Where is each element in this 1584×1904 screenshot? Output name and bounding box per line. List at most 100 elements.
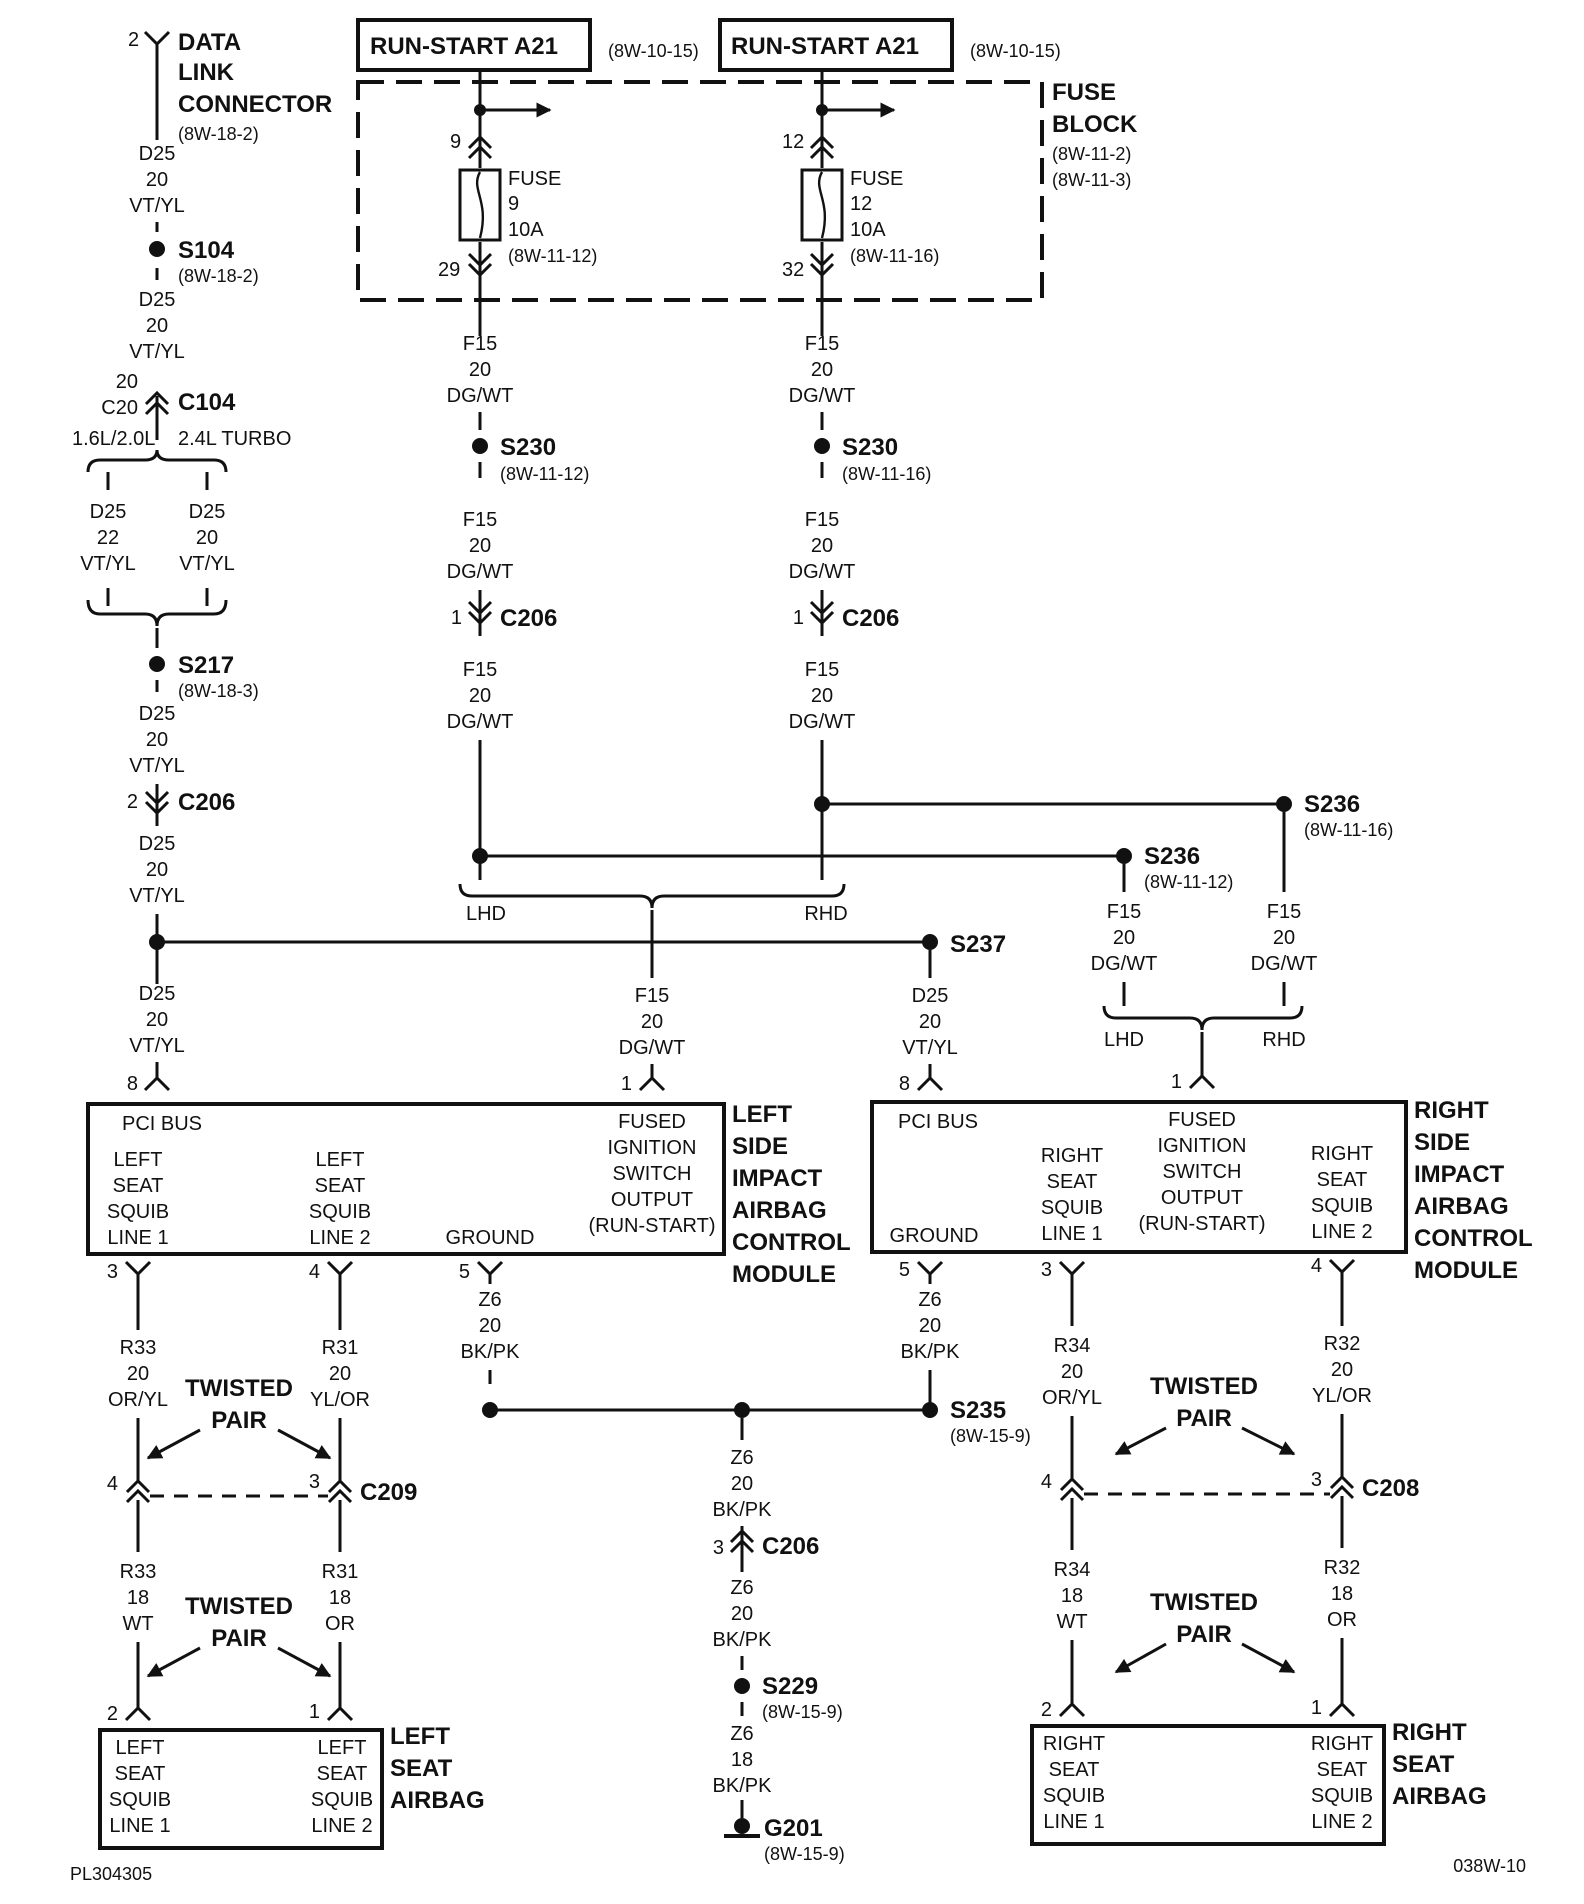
right-module-sq1-b: SEAT xyxy=(1047,1171,1098,1193)
wire-d25-1-color: VT/YL xyxy=(129,195,185,217)
right-side-impact-airbag-control-module xyxy=(870,1100,1408,1254)
dlc-pin-symbol xyxy=(143,30,171,47)
left-side-impact-airbag-control-module xyxy=(86,1102,726,1256)
fuse-12-pin-in: 12 xyxy=(782,131,804,153)
splice-s236-b: S236 xyxy=(1144,843,1200,870)
left-module-pin-1: 1 xyxy=(621,1073,632,1095)
c206-b-pin: 1 xyxy=(793,607,804,629)
c206-left-symbol xyxy=(144,790,170,816)
twisted-pair-left-2-l2: PAIR xyxy=(211,1625,267,1652)
splice-s230-b: S230 xyxy=(842,434,898,461)
fuse-12-pin-out: 32 xyxy=(782,259,804,281)
left-module-fused-a: FUSED xyxy=(618,1111,686,1133)
splice-s230-a: S230 xyxy=(500,434,556,461)
wire-z6-4-code: Z6 xyxy=(730,1577,753,1599)
right-module-name-2: SIDE xyxy=(1414,1129,1470,1156)
fuse-9-rating: 10A xyxy=(508,219,544,241)
left-airbag-sq1-a: LEFT xyxy=(116,1737,165,1759)
fuse-block-ref-1: (8W-11-2) xyxy=(1052,144,1131,164)
left-module-pci-bus: PCI BUS xyxy=(122,1113,202,1135)
wire-d25-opt2-code: D25 xyxy=(189,501,226,523)
left-module-pin-8-symbol xyxy=(143,1075,171,1092)
left-seat-airbag xyxy=(98,1728,384,1850)
left-airbag-sq1-d: LINE 1 xyxy=(109,1815,170,1837)
right-module-sq1-a: RIGHT xyxy=(1041,1145,1103,1167)
dlc-title-2: LINK xyxy=(178,59,235,86)
right-module-sq1-c: SQUIB xyxy=(1041,1197,1103,1219)
wire-z6-2-gauge: 20 xyxy=(919,1315,941,1337)
c209-pin-4: 4 xyxy=(107,1473,118,1495)
wire-z6-5-gauge: 18 xyxy=(731,1749,753,1771)
left-airbag-pin-1: 1 xyxy=(309,1701,320,1723)
right-airbag-pin-1: 1 xyxy=(1311,1697,1322,1719)
rhd-label-a: RHD xyxy=(804,903,847,925)
left-module-fused-b: IGNITION xyxy=(608,1137,697,1159)
wire-r33-2-code: R33 xyxy=(120,1561,157,1583)
right-module-pin-1: 1 xyxy=(1171,1071,1182,1093)
right-module-fused-a: FUSED xyxy=(1168,1109,1236,1131)
fuse-12-rating: 10A xyxy=(850,219,886,241)
twisted-pair-right-2-l2: PAIR xyxy=(1176,1621,1232,1648)
left-module-name-3: IMPACT xyxy=(732,1165,823,1192)
lhd-label-a: LHD xyxy=(466,903,506,925)
wire-f15-b3-color: DG/WT xyxy=(789,711,856,733)
right-airbag-sq2-d: LINE 2 xyxy=(1311,1811,1372,1833)
wire-f15-a3-color: DG/WT xyxy=(447,711,514,733)
wire-f15-b3-gauge: 20 xyxy=(811,685,833,707)
right-module-pin-3-symbol xyxy=(1058,1260,1086,1277)
wire-f15-d-gauge: 20 xyxy=(1113,927,1135,949)
wire-r31-2-color: OR xyxy=(325,1613,355,1635)
wire-r32-2-code: R32 xyxy=(1324,1557,1361,1579)
wire-f15-e-color: DG/WT xyxy=(1251,953,1318,975)
connector-c206-left: C206 xyxy=(178,789,235,816)
wire-f15-a1-code: F15 xyxy=(463,333,497,355)
connector-c206-ground: C206 xyxy=(762,1533,819,1560)
splice-s104: S104 xyxy=(178,237,235,264)
right-module-fused-d: OUTPUT xyxy=(1161,1187,1243,1209)
connector-c104: C104 xyxy=(178,389,236,416)
splice-s229-ref: (8W-15-9) xyxy=(762,1702,843,1722)
c208-symbol-b xyxy=(1329,1474,1355,1500)
left-module-name-6: MODULE xyxy=(732,1261,836,1288)
right-airbag-sq2-c: SQUIB xyxy=(1311,1785,1373,1807)
wire-r31-2-code: R31 xyxy=(322,1561,359,1583)
twisted-pair-right-1-l1: TWISTED xyxy=(1150,1373,1258,1400)
connector-c206-b: C206 xyxy=(842,605,899,632)
twisted-pair-right-2-l1: TWISTED xyxy=(1150,1589,1258,1616)
fuse-block-outline xyxy=(356,80,1044,302)
right-airbag-pin-1-symbol xyxy=(1328,1701,1356,1718)
run-start-box-1: RUN-START A21 xyxy=(356,18,592,72)
wire-r34-1-code: R34 xyxy=(1054,1335,1091,1357)
wire-d25-1-gauge: 20 xyxy=(146,169,168,191)
splice-s237: S237 xyxy=(950,931,1006,958)
rhd-label-b: RHD xyxy=(1262,1029,1305,1051)
wire-z6-3-code: Z6 xyxy=(730,1447,753,1469)
wire-r34-1-gauge: 20 xyxy=(1061,1361,1083,1383)
wire-r32-1-gauge: 20 xyxy=(1331,1359,1353,1381)
left-module-sq2-c: SQUIB xyxy=(309,1201,371,1223)
splice-s229: S229 xyxy=(762,1673,818,1700)
run-start-1-label: RUN-START A21 xyxy=(370,33,558,60)
splice-s230-a-ref: (8W-11-12) xyxy=(500,464,589,484)
c206-left-pin: 2 xyxy=(127,791,138,813)
left-airbag-name-3: AIRBAG xyxy=(390,1787,485,1814)
wire-d25-6-gauge: 20 xyxy=(919,1011,941,1033)
wire-f15-a1-gauge: 20 xyxy=(469,359,491,381)
splice-s230-b-dot xyxy=(814,438,830,454)
wire-d25-4-gauge: 20 xyxy=(146,859,168,881)
right-module-pin-4-symbol xyxy=(1328,1258,1356,1275)
wire-z6-4-gauge: 20 xyxy=(731,1603,753,1625)
dlc-title-3: CONNECTOR xyxy=(178,91,332,118)
splice-s236-a-dot xyxy=(1276,796,1292,812)
splice-s235-ref: (8W-15-9) xyxy=(950,1426,1031,1446)
right-airbag-sq1-d: LINE 1 xyxy=(1043,1811,1104,1833)
connector-c208: C208 xyxy=(1362,1475,1419,1502)
right-module-sq2-a: RIGHT xyxy=(1311,1143,1373,1165)
fuse-12 xyxy=(800,70,896,336)
c206-a-symbol xyxy=(467,600,493,626)
c206-a-pin: 1 xyxy=(451,607,462,629)
wire-d25-5-gauge: 20 xyxy=(146,1009,168,1031)
dlc-pin: 2 xyxy=(128,29,139,51)
right-airbag-name-3: AIRBAG xyxy=(1392,1783,1487,1810)
